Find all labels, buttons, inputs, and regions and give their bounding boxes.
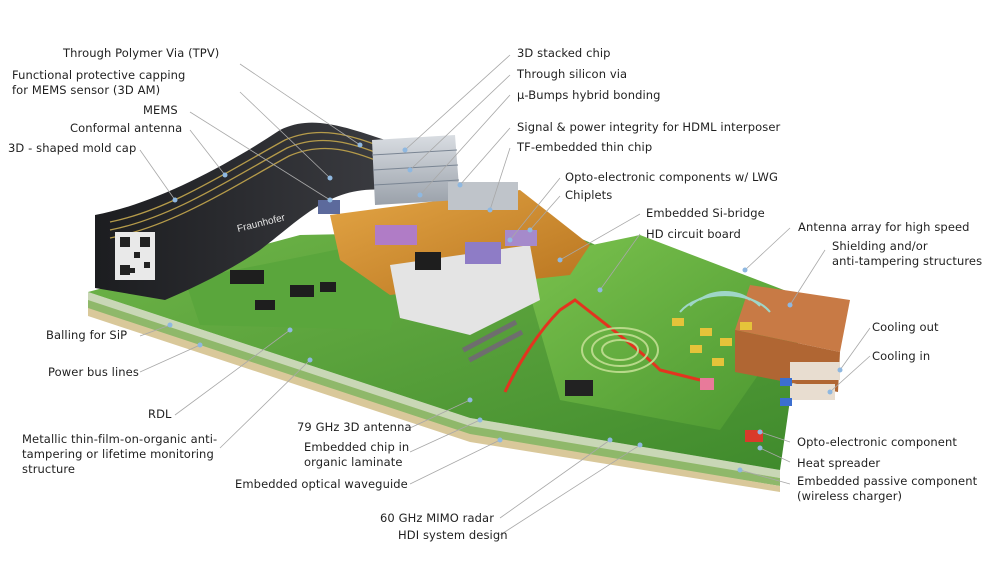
label-cooling-out: Cooling out (872, 320, 939, 335)
label-capping-line2: for MEMS sensor (3D AM) (12, 83, 160, 98)
label-hdi: HDI system design (398, 528, 508, 543)
label-conformal-antenna: Conformal antenna (70, 121, 182, 136)
label-waveguide: Embedded optical waveguide (235, 477, 408, 492)
label-stacked-chip: 3D stacked chip (517, 46, 611, 61)
label-antenna-array: Antenna array for high speed (798, 220, 970, 235)
label-tsv: Through silicon via (517, 67, 627, 82)
label-metallic-line3: structure (22, 462, 75, 477)
opto-chip (700, 378, 714, 390)
label-metallic-line1: Metallic thin-film-on-organic anti- (22, 432, 217, 447)
label-metallic-line2: tampering or lifetime monitoring (22, 447, 214, 462)
label-passive-line2: (wireless charger) (797, 489, 902, 504)
label-bumps: µ-Bumps hybrid bonding (517, 88, 661, 103)
label-capping-line1: Functional protective capping (12, 68, 185, 83)
label-mold-cap: 3D - shaped mold cap (8, 141, 136, 156)
label-balling: Balling for SiP (46, 328, 127, 343)
label-shielding-line2: anti-tampering structures (832, 254, 982, 269)
label-tf-chip: TF-embedded thin chip (517, 140, 652, 155)
label-opto-lwg: Opto-electronic components w/ LWG (565, 170, 778, 185)
label-passive-line1: Embedded passive component (797, 474, 977, 489)
label-emb-chip-line2: organic laminate (304, 455, 403, 470)
label-chiplets: Chiplets (565, 188, 612, 203)
label-signal-power: Signal & power integrity for HDML interp… (517, 120, 780, 135)
stacked-chip (372, 135, 518, 210)
label-si-bridge: Embedded Si-bridge (646, 206, 765, 221)
radar-chip (565, 380, 593, 396)
label-opto-component: Opto-electronic component (797, 435, 957, 450)
label-mems: MEMS (143, 103, 178, 118)
label-cooling-in: Cooling in (872, 349, 930, 364)
label-rdl: RDL (148, 407, 172, 422)
label-tpv: Through Polymer Via (TPV) (63, 46, 219, 61)
label-radar: 60 GHz MIMO radar (380, 511, 494, 526)
label-hd-board: HD circuit board (646, 227, 741, 242)
label-heat-spreader: Heat spreader (797, 456, 880, 471)
label-emb-chip-line1: Embedded chip in (304, 440, 409, 455)
label-shielding-line1: Shielding and/or (832, 239, 928, 254)
label-power-bus: Power bus lines (48, 365, 139, 380)
label-antenna-79: 79 GHz 3D antenna (297, 420, 412, 435)
